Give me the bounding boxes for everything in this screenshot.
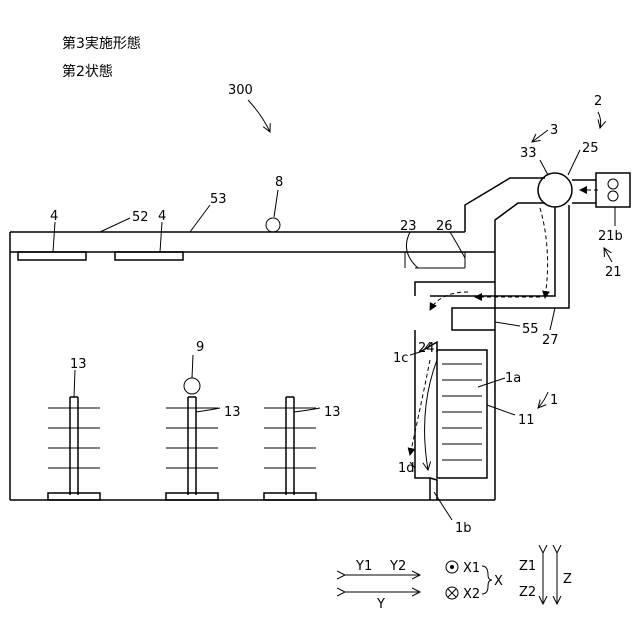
label-1d: 1d [398,461,415,476]
label-4-right: 4 [158,209,166,224]
legend-y2: Y2 [389,559,406,574]
legend-x2: X2 [463,587,480,602]
label-8: 8 [275,175,283,190]
label-4-left: 4 [50,209,58,224]
label-3: 3 [550,123,558,138]
label-25: 25 [582,141,599,156]
label-23: 23 [400,219,417,234]
label-27: 27 [542,333,559,348]
legend-z2: Z2 [519,585,536,600]
label-2: 2 [594,94,602,109]
sensor-9-icon [184,378,200,394]
leader-lines [53,100,615,520]
label-1: 1 [550,393,558,408]
legend-y: Y [376,597,385,612]
label-13-middle: 13 [224,405,241,420]
label-1c: 1c [393,351,408,366]
label-55: 55 [522,322,539,337]
label-11: 11 [518,413,535,428]
sensor-8-icon [266,218,280,232]
legend-x1: X1 [463,561,480,576]
direction-legend: Y1 Y2 Y X1 X2 X Z1 Z2 Z [345,553,572,612]
label-26: 26 [436,219,453,234]
shelf-rack-2 [166,397,218,500]
legend-z1: Z1 [519,559,536,574]
shelf-rack-3 [264,397,316,500]
legend-y1: Y1 [355,559,372,574]
label-13-right: 13 [324,405,341,420]
label-21: 21 [605,265,622,280]
label-24: 24 [418,341,435,356]
label-53: 53 [210,192,227,207]
label-33: 33 [520,146,537,161]
light-fixture-right [115,252,183,260]
light-fixture-left [18,252,86,260]
label-1a: 1a [505,371,521,386]
shelf-rack-1 [48,397,100,500]
label-52: 52 [132,210,149,225]
label-1b: 1b [455,521,472,536]
label-300: 300 [228,83,253,98]
label-9: 9 [196,340,204,355]
heading-embodiment: 第3実施形態 [62,35,141,52]
heading-state: 第2状態 [62,63,113,80]
legend-z: Z [563,572,572,587]
label-13-left: 13 [70,357,87,372]
label-21b: 21b [598,229,623,244]
legend-x: X [494,574,503,589]
